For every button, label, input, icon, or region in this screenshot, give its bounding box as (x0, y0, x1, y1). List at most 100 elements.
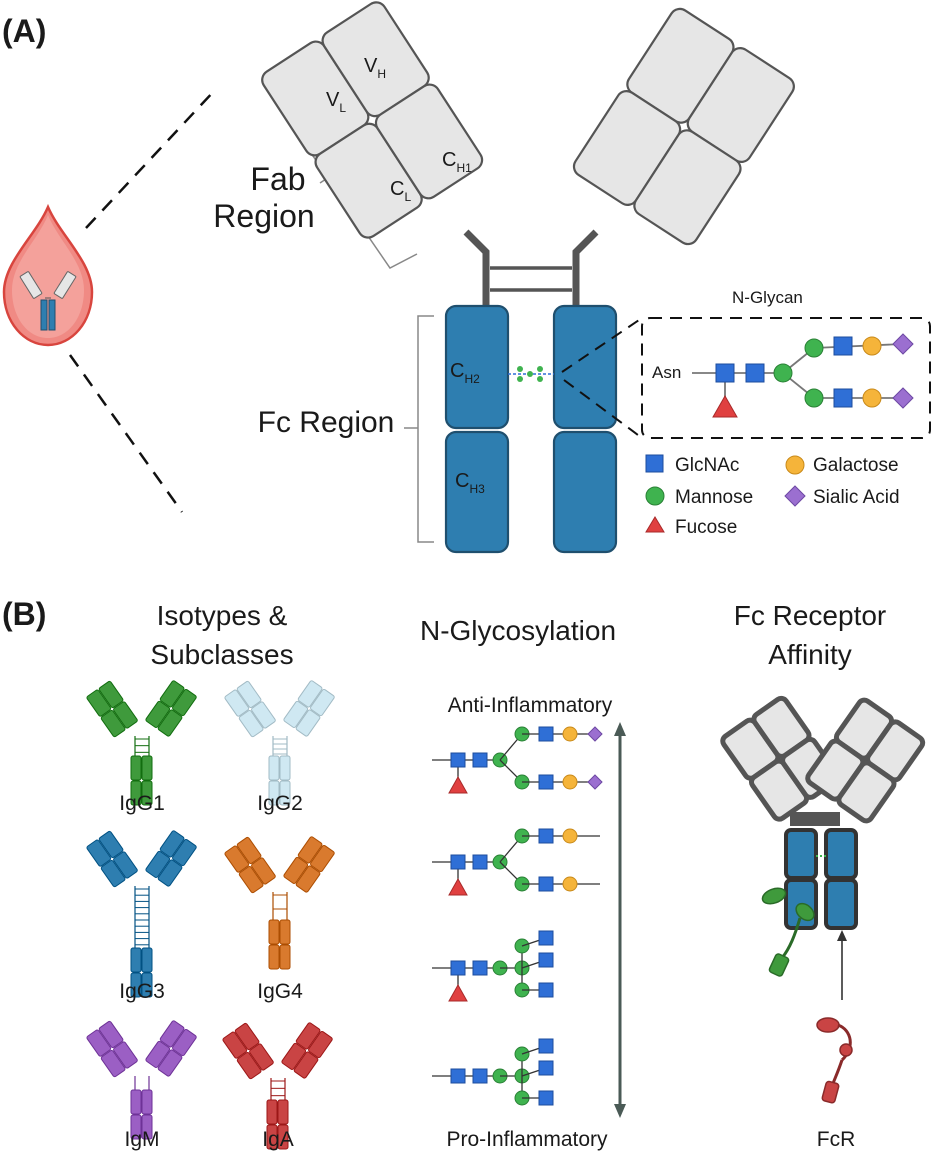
legend-galactose: Galactose (813, 455, 899, 476)
isotype-label-igg2: IgG2 (257, 792, 303, 815)
glcnac-icon (450, 1068, 466, 1084)
vl-label: VL (326, 89, 346, 115)
fucose-icon (448, 983, 468, 1002)
isotype-label-igg3: IgG3 (119, 980, 165, 1003)
glcnac-icon (472, 960, 488, 976)
glcnac-icon (450, 854, 466, 870)
panel-label-a: (A) (2, 13, 46, 49)
ch3-domain-left (444, 430, 510, 554)
glcnac-icon (538, 1038, 554, 1054)
ch2-domain-right (552, 304, 618, 430)
nglycan-structure (692, 333, 914, 418)
glcnac-icon (715, 363, 735, 383)
glcnac-icon (538, 982, 554, 998)
fab-label-line1: Fab (250, 161, 305, 197)
fc-receptor-antibody-icon (720, 695, 926, 1104)
glcnac-icon (472, 752, 488, 768)
legend-mannose-icon (645, 486, 665, 506)
igg4-antibody-icon (224, 836, 335, 970)
legend-galactose-icon (785, 455, 805, 475)
igm-antibody-icon (86, 1020, 197, 1140)
legend-sialic: Sialic Acid (813, 487, 900, 508)
mannose-icon (804, 388, 824, 408)
isotype-label-igg4: IgG4 (257, 980, 303, 1003)
glycosylation-title: N-Glycosylation (420, 615, 616, 646)
ch2-label: CH2 (450, 360, 480, 386)
ch2-domain-left (444, 304, 510, 430)
mannose-icon (773, 363, 793, 383)
legend-glcnac: GlcNAc (675, 455, 739, 476)
isotype-label-igm: IgM (124, 1128, 159, 1151)
zoom-line-top (85, 89, 216, 229)
fab-label-line2: Region (213, 198, 314, 234)
igg2-antibody-icon (224, 680, 335, 806)
galactose-icon (562, 726, 578, 742)
glcnac-icon (538, 726, 554, 742)
glcnac-icon (538, 930, 554, 946)
mannose-icon (804, 338, 824, 358)
glcnac-icon (745, 363, 765, 383)
glcnac-icon (538, 1090, 554, 1106)
blood-drop-icon (2, 203, 94, 347)
sialic-acid-icon (892, 387, 914, 409)
inflammation-arrow (614, 722, 626, 1118)
hinge-left (463, 229, 490, 312)
galactose-icon (562, 876, 578, 892)
glcnac-icon (472, 1068, 488, 1084)
fcr-label: FcR (817, 1128, 856, 1151)
glcnac-icon (833, 336, 853, 356)
nglycan-title: N-Glycan (732, 288, 803, 307)
fab-arm-left (261, 1, 484, 239)
zoom-line-bottom (68, 354, 184, 513)
glcnac-icon (538, 1060, 554, 1076)
glcnac-icon (472, 854, 488, 870)
igg1-antibody-icon (86, 680, 197, 806)
glcnac-icon (450, 752, 466, 768)
fcr-title-line1: Fc Receptor (734, 600, 887, 631)
legend-sialic-icon (784, 485, 806, 507)
fc-glycan-miniature (508, 366, 554, 382)
fc-region-label: Fc Region (258, 406, 395, 439)
hinge-right (572, 229, 599, 312)
pro-inflammatory-label: Pro-Inflammatory (446, 1128, 608, 1151)
asn-label: Asn (652, 363, 681, 382)
ch3-label: CH3 (455, 470, 485, 496)
cl-label: CL (390, 178, 411, 204)
glcnac-icon (538, 876, 554, 892)
ch1-label: CH1 (442, 149, 472, 175)
ch1-domain (374, 83, 484, 200)
glcnac-icon (538, 774, 554, 790)
glcnac-icon (833, 388, 853, 408)
isotypes-title-line2: Subclasses (150, 639, 293, 670)
glcnac-icon (538, 828, 554, 844)
sialic-acid-icon (892, 333, 914, 355)
sialic-acid-icon (587, 726, 603, 742)
panel-label-b: (B) (2, 596, 46, 632)
legend-glcnac-icon (645, 454, 664, 473)
vh-label: VH (364, 55, 386, 81)
glycan-legend: GlcNAc Mannose Fucose Galactose Sialic A… (645, 454, 900, 538)
isotypes-title-line1: Isotypes & (157, 600, 288, 631)
fab-arm-right (572, 7, 795, 246)
fcr-title-line2: Affinity (768, 639, 852, 670)
isotype-label-igg1: IgG1 (119, 792, 165, 815)
igg3-antibody-icon (86, 830, 197, 998)
iga-antibody-icon (222, 1022, 333, 1150)
fc-bracket (417, 315, 434, 543)
glcnac-icon (450, 960, 466, 976)
legend-fucose: Fucose (675, 517, 737, 538)
glcnac-icon (538, 952, 554, 968)
galactose-icon (562, 774, 578, 790)
fucose-icon (448, 877, 468, 896)
glycan-series (432, 726, 603, 1106)
ch3-domain-right (552, 430, 618, 554)
isotype-label-iga: IgA (262, 1128, 294, 1151)
galactose-icon (562, 828, 578, 844)
anti-inflammatory-label: Anti-Inflammatory (448, 694, 613, 717)
legend-fucose-icon (645, 516, 665, 533)
legend-mannose: Mannose (675, 487, 753, 508)
sialic-acid-icon (587, 774, 603, 790)
galactose-icon (862, 388, 882, 408)
galactose-icon (862, 336, 882, 356)
